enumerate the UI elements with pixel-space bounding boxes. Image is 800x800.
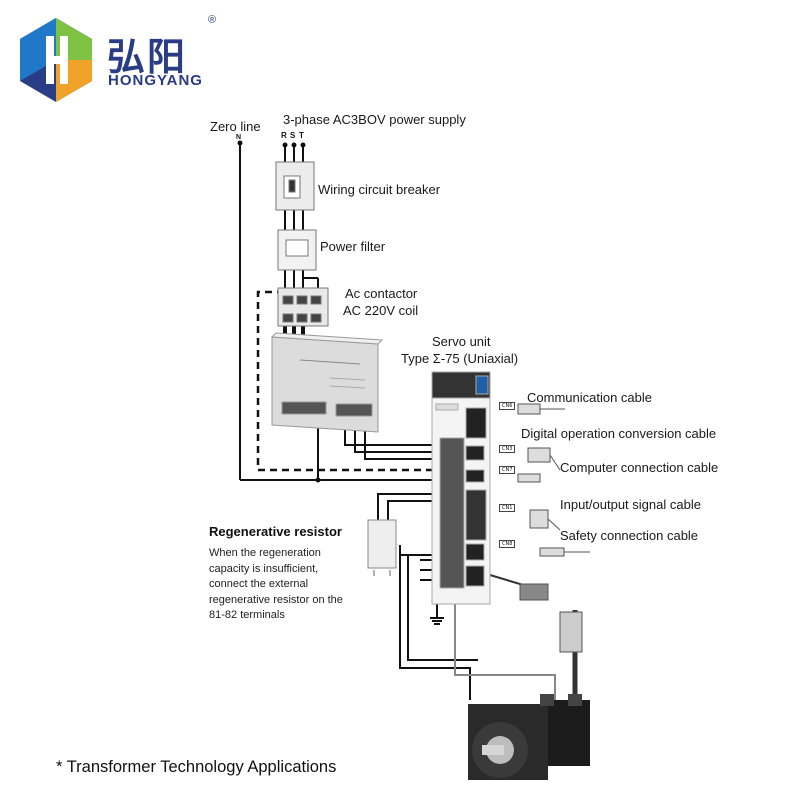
connector-tag-cn1: CN1: [499, 504, 516, 512]
brand-name-cn: 弘阳: [107, 35, 188, 79]
connector-tag-cn7: CN7: [499, 466, 516, 474]
registered-mark: ®: [208, 14, 217, 26]
servo-transformer: [270, 332, 384, 433]
ac-contactor-label: Ac contactor: [345, 286, 418, 301]
ac-contactor-coil-label: AC 220V coil: [343, 303, 419, 318]
regenerative-resistor-title: Regenerative resistor: [209, 524, 342, 539]
servo-motor: [468, 694, 590, 780]
regenerative-resistor: [367, 519, 397, 576]
phase-t: T: [299, 131, 304, 140]
ac-contactor: [277, 287, 329, 327]
zero-line-label: Zero line: [210, 119, 261, 134]
phase-s: S: [290, 131, 296, 140]
computer-connection-cable-label: Computer connection cable: [560, 460, 719, 475]
connector-tag-cn3: CN3: [499, 445, 516, 453]
circuit-breaker-label: Wiring circuit breaker: [318, 182, 441, 197]
connector-tag-cn8: CN8: [499, 540, 516, 548]
regenerative-resistor-description: When the regeneration capacity is insuff…: [209, 547, 343, 621]
power-supply-label: 3-phase AC3BOV power supply: [283, 112, 466, 127]
safety-connection-cable-label: Safety connection cable: [560, 528, 699, 543]
circuit-breaker: [275, 161, 315, 211]
servo-unit-type-label: Type Σ-75 (Uniaxial): [401, 351, 519, 366]
communication-cable-label: Communication cable: [527, 390, 653, 405]
power-filter: [277, 229, 317, 271]
io-signal-cable-label: Input/output signal cable: [560, 497, 701, 512]
servo-unit-label: Servo unit: [432, 334, 491, 349]
footer-note: * Transformer Technology Applications: [56, 758, 337, 776]
zero-line-terminal: N: [236, 134, 242, 141]
power-filter-label: Power filter: [320, 239, 386, 254]
brand-name-en: HONGYANG: [108, 72, 203, 89]
connector-tag-cn6: CN6: [499, 402, 516, 410]
digital-operation-cable-label: Digital operation conversion cable: [521, 426, 717, 441]
servo-unit-body: [431, 371, 491, 605]
phase-r: R: [281, 131, 287, 140]
